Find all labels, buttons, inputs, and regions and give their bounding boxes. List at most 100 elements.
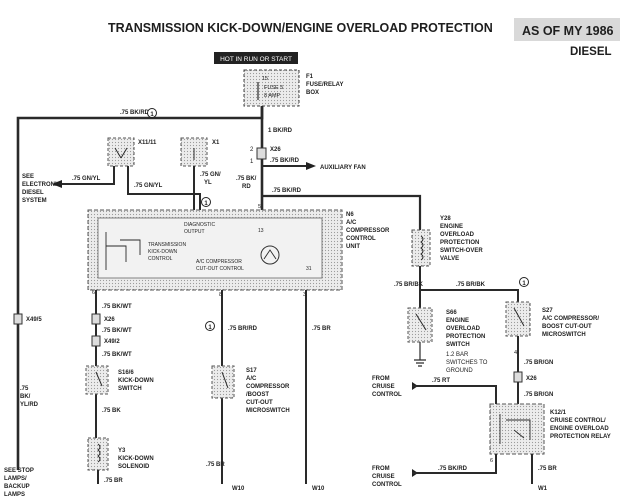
y28-label-5: VALVE <box>440 256 459 262</box>
gnyl-edc-wire <box>60 166 115 185</box>
s17-microswitch <box>211 365 235 399</box>
y28-label-2: OVERLOAD <box>440 232 475 238</box>
s17-label-1: A/C <box>246 376 257 382</box>
x49-id: X49/5 <box>26 317 42 323</box>
x49-2-connector <box>91 335 101 347</box>
x1-id: X1 <box>212 140 220 146</box>
pin-6: 6 <box>490 458 493 464</box>
bkwt-label-2: .75 BK/WT <box>102 328 132 334</box>
solenoid-coil-icon <box>97 443 101 463</box>
n6-inner-6: A/C COMPRESSOR <box>196 259 242 265</box>
relay-coil-icon <box>260 245 280 265</box>
s66-note-2: SWITCHES TO <box>446 360 488 366</box>
w10-ground-2: W10 <box>312 486 325 492</box>
y28-label-3: PROTECTION <box>440 240 479 246</box>
s27-label-3: MICROSWITCH <box>542 332 586 338</box>
x26-connector-top <box>256 147 267 160</box>
cruise-rt-wire <box>412 385 497 404</box>
br-s17-label: .75 BR <box>206 462 225 468</box>
x49-5-connector <box>13 313 23 325</box>
svg-text:8: 8 <box>219 292 222 298</box>
s16-label-2: SWITCH <box>118 386 142 392</box>
y28-label-1: ENGINE <box>440 224 463 230</box>
s66-label-1: ENGINE <box>446 318 469 324</box>
s66-id: S66 <box>446 310 457 316</box>
pin-2: 2 <box>250 147 254 153</box>
cruise1-dest-2: CRUISE <box>372 384 395 390</box>
s17-label-5: MICROSWITCH <box>246 408 290 414</box>
cruise1-dest-1: FROM <box>372 376 390 382</box>
ref-circle-1: 1 <box>150 112 154 118</box>
bkwt-label-1: .75 BK/WT <box>102 304 132 310</box>
n6-id: N6 <box>346 212 354 218</box>
left-wire-label-3: YL/RD <box>20 402 39 408</box>
main-wire-label: .75 BK/RD <box>120 110 150 116</box>
svg-text:3: 3 <box>303 292 306 298</box>
s16-label-1: KICK-DOWN <box>118 378 154 384</box>
s66-label-2: OVERLOAD <box>446 326 481 332</box>
bkwt-label-3: .75 BK/WT <box>102 352 132 358</box>
y3-label-1: KICK-DOWN <box>118 456 154 462</box>
gnyl-mid-label: .75 GN/YL <box>134 183 163 189</box>
x49-mid-id: X49/2 <box>104 339 120 345</box>
cruise-bkrd-wire <box>412 454 497 474</box>
n6-label-1: A/C <box>346 220 357 226</box>
cruise1-dest-3: CONTROL <box>372 392 402 398</box>
x26-mid-id: X26 <box>104 317 115 323</box>
pin-5: 5 <box>258 204 261 210</box>
ref-circle-3: 1 <box>208 325 212 331</box>
x26-right-id: X26 <box>526 376 537 382</box>
brgn-label-1: .75 BR/GN <box>524 360 553 366</box>
w1-ground: W1 <box>538 486 548 492</box>
k12-label-2: ENGINE OVERLOAD <box>550 426 609 432</box>
hot-label-box <box>214 52 298 64</box>
s17-label-2: COMPRESSOR <box>246 384 290 390</box>
x11-connector <box>107 137 135 167</box>
f1-name-2: BOX <box>306 90 319 96</box>
s66-label-3: PROTECTION <box>446 334 485 340</box>
fuse-rating-1: FUSE 5 <box>264 85 283 91</box>
y3-id: Y3 <box>118 448 126 454</box>
gnyl-left-label: .75 GN/YL <box>72 176 101 182</box>
s17-label-3: /BOOST <box>246 392 269 398</box>
svg-text:1: 1 <box>250 159 254 165</box>
brbk-cross-wire <box>420 289 519 302</box>
overload-switch <box>407 307 433 343</box>
n6-inner-3: TRANSMISSION <box>148 242 186 248</box>
s27-id: S27 <box>542 308 553 314</box>
n6-inner-5: CONTROL <box>148 256 173 262</box>
k12-label-3: PROTECTION RELAY <box>550 434 611 440</box>
model-year-box <box>514 18 620 41</box>
stop-dest-2: LAMPS/ <box>4 476 27 482</box>
n6-inner-2: OUTPUT <box>184 229 205 235</box>
x26-connector-right <box>513 371 523 383</box>
boost-microswitch <box>505 301 531 337</box>
x26-connector-mid <box>91 313 101 325</box>
n6-inner-4: KICK-DOWN <box>148 249 178 255</box>
svg-text:6: 6 <box>92 290 95 296</box>
gnyl-right-label-2: YL <box>204 180 212 186</box>
fuse-rating-2: 8 AMP <box>264 93 281 99</box>
model-year-label: AS OF MY 1986 <box>522 24 614 38</box>
cruise2-dest-1: FROM <box>372 466 390 472</box>
s17-id: S17 <box>246 368 257 374</box>
bkrd-n6-label-b: RD <box>242 184 251 190</box>
f1-out-label: 1 BK/RD <box>268 128 293 134</box>
hot-label: HOT IN RUN OR START <box>220 56 292 63</box>
edc-dest-3: DIESEL <box>22 190 44 196</box>
f1-name-1: FUSE/RELAY <box>306 82 343 88</box>
edc-dest-1: SEE <box>22 174 34 180</box>
bkrd-right-label: .75 BK/RD <box>272 188 302 194</box>
y28-id: Y28 <box>440 216 451 222</box>
gnyl-right-label-1: .75 GN/ <box>200 172 221 178</box>
stop-dest-4: LAMPS <box>4 492 25 498</box>
n6-inner-7: CUT-OUT CONTROL <box>196 266 244 272</box>
left-wire-label-2: BK/ <box>20 394 31 400</box>
svg-text:15: 15 <box>262 76 268 82</box>
ref-circle-4: 1 <box>522 281 526 287</box>
s27-label-1: A/C COMPRESSOR/ <box>542 316 599 322</box>
left-wire-label-1: .75 <box>20 386 29 392</box>
engine-type-label: DIESEL <box>570 46 612 58</box>
cruise2-dest-3: CONTROL <box>372 482 402 488</box>
